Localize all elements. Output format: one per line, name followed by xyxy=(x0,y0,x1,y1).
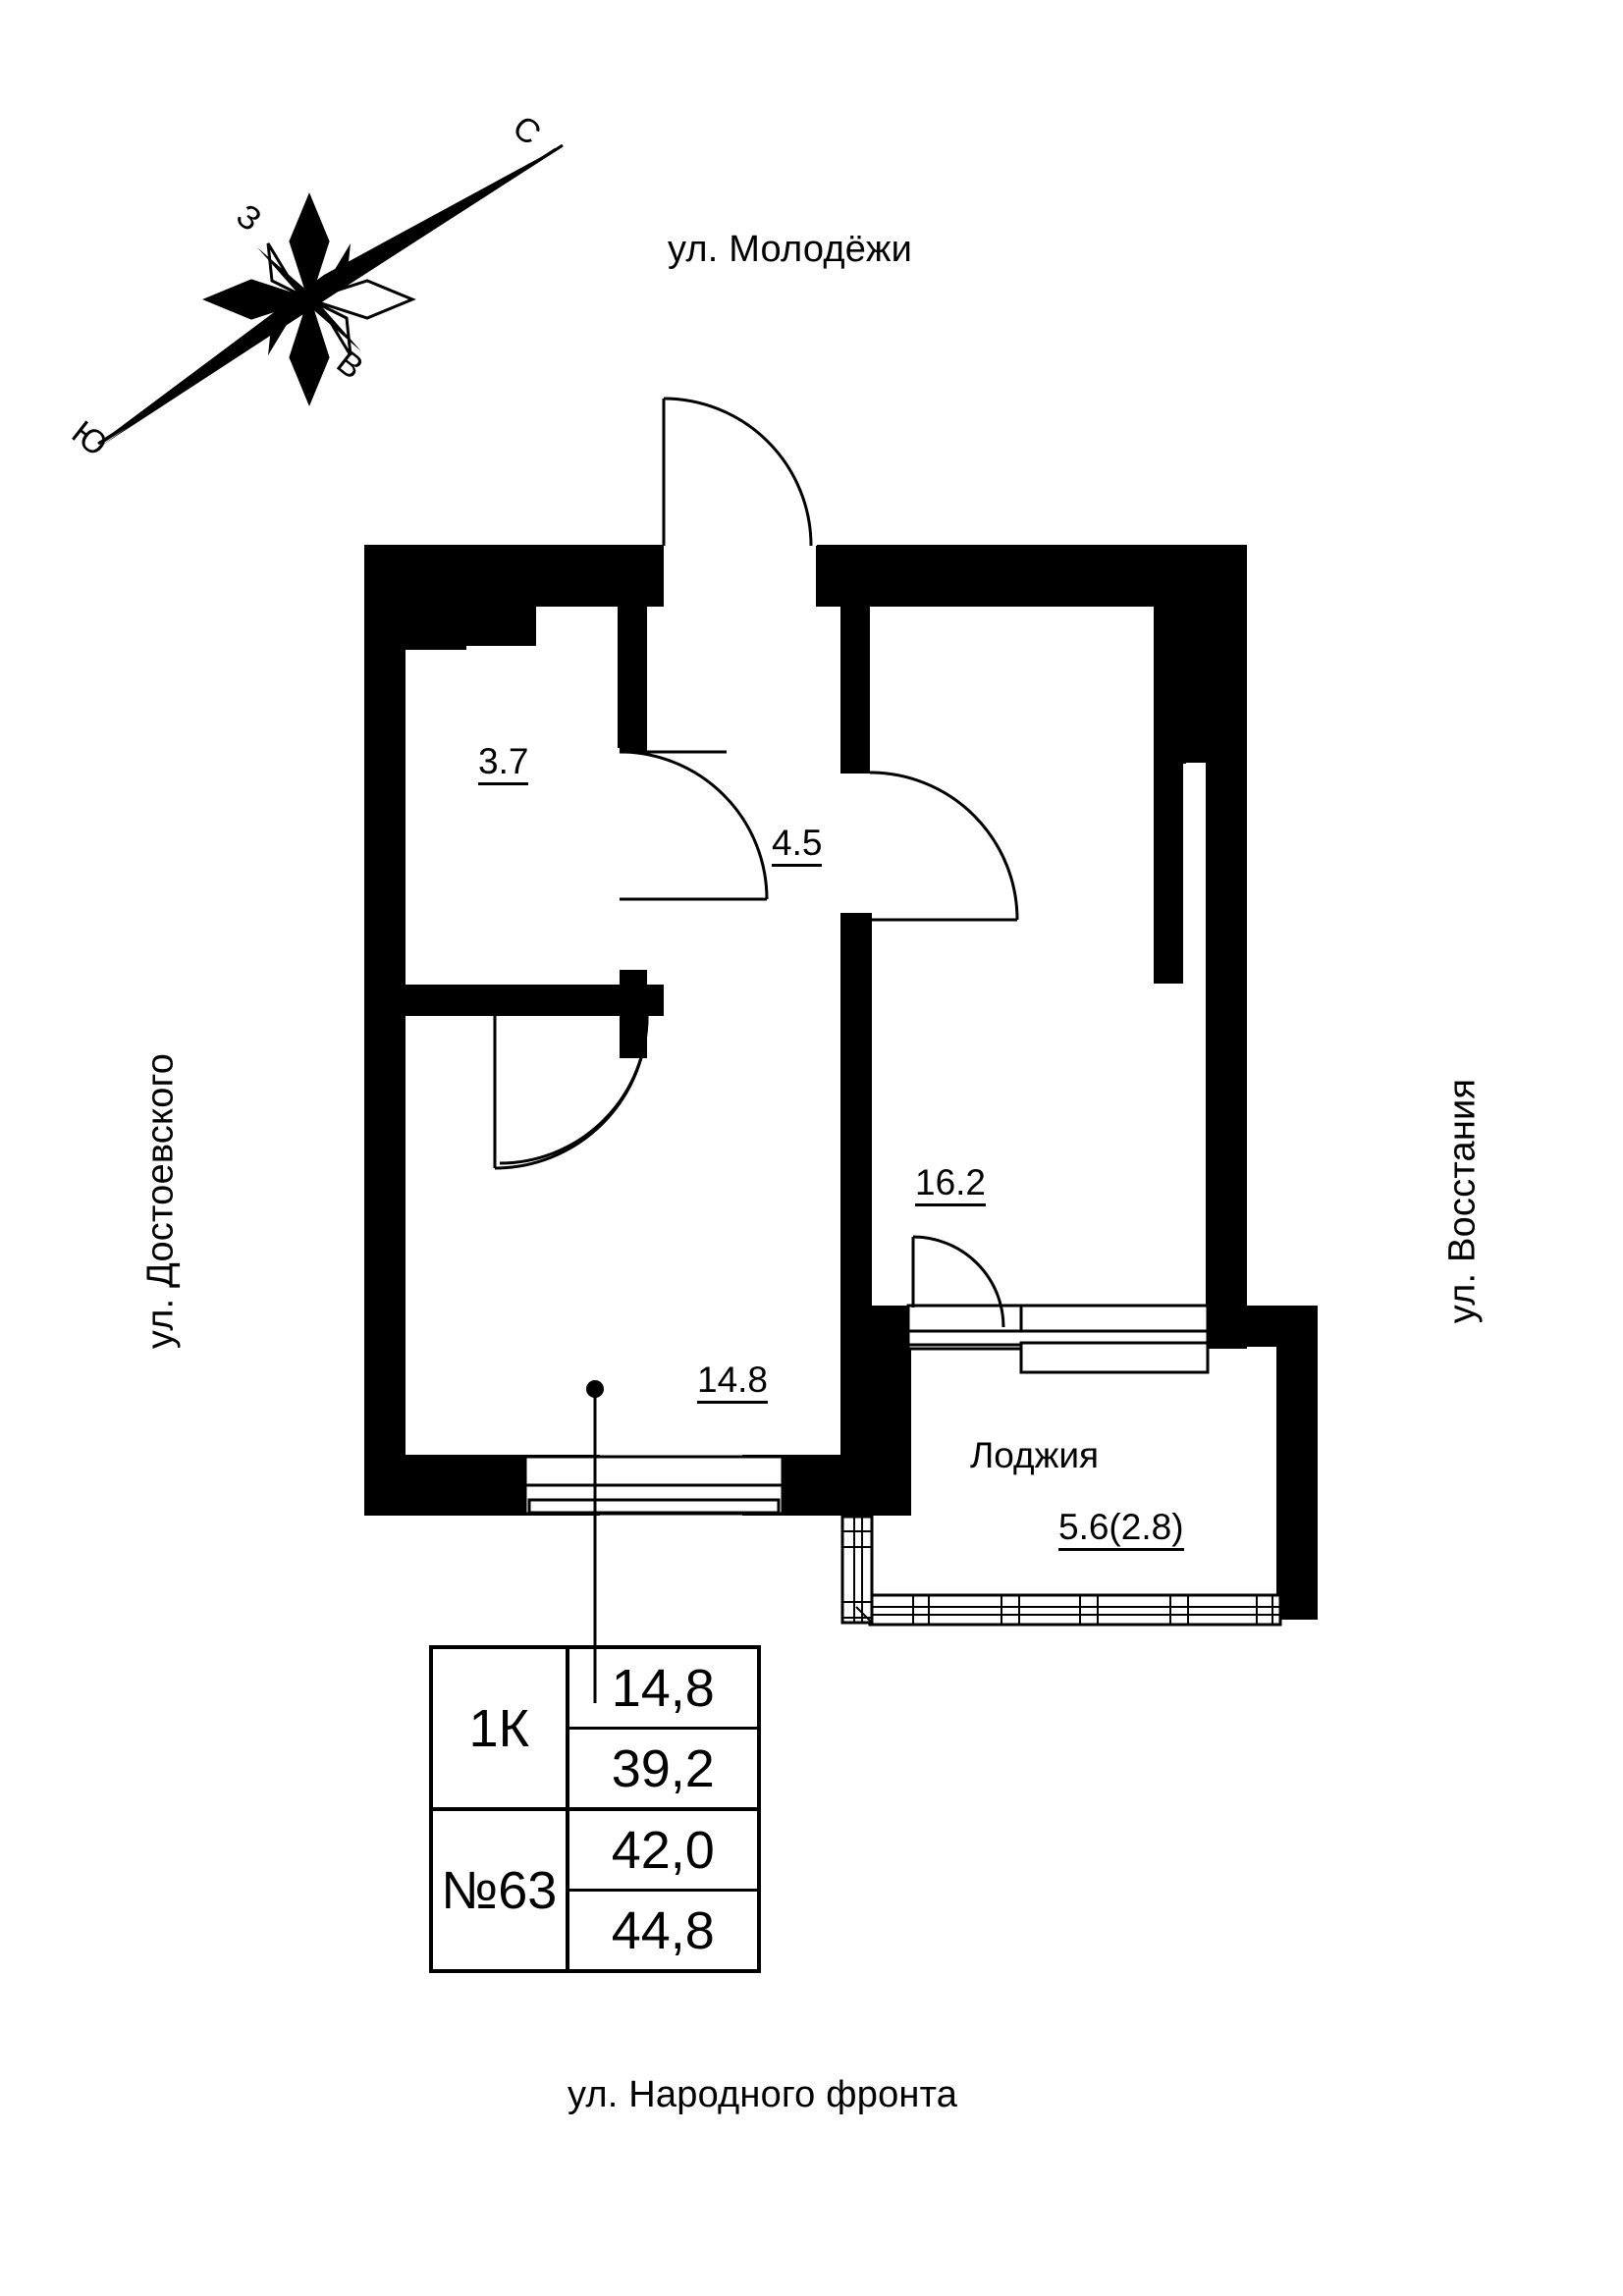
flat-number-cell: №63 xyxy=(441,1860,558,1920)
street-label-right: ул. Восстания xyxy=(1441,1078,1484,1324)
room-area-loggia: 5.6(2.8) xyxy=(1058,1509,1184,1551)
area-value-cell-4: 44,8 xyxy=(611,1900,715,1960)
compass-rose xyxy=(97,143,564,447)
room-area-bath: 4.5 xyxy=(772,825,823,867)
street-label-bottom: ул. Народного фронта xyxy=(568,2074,958,2115)
window-living xyxy=(906,1304,1210,1374)
area-value-cell-3: 42,0 xyxy=(568,1811,757,1892)
flat-info-table: 1К №63 14,8 39,2 42,0 44,8 xyxy=(429,1645,761,1973)
rooms-count-cell: 1К xyxy=(433,1649,566,1811)
room-area-living: 16.2 xyxy=(915,1164,987,1206)
wall-outline xyxy=(364,546,1318,1620)
room-name-loggia: Лоджия xyxy=(970,1435,1100,1475)
info-table-right-column: 14,8 39,2 42,0 44,8 xyxy=(568,1649,757,1969)
window-kitchen xyxy=(523,1455,784,1516)
area-value-cell-1: 14,8 xyxy=(568,1649,757,1730)
area-value-cell-2: 39,2 xyxy=(568,1730,757,1811)
loggia-glazing xyxy=(840,1515,1282,1627)
room-area-hall: 3.7 xyxy=(478,743,529,785)
leader-line xyxy=(586,1380,604,1703)
door-swing-kitchen xyxy=(493,1015,649,1170)
street-label-left: ул. Достоевского xyxy=(139,1052,182,1350)
info-table-left-column: 1К №63 xyxy=(433,1649,569,1969)
room-area-kitchen: 14.8 xyxy=(697,1362,769,1404)
street-label-top: ул. Молодёжи xyxy=(668,229,913,270)
